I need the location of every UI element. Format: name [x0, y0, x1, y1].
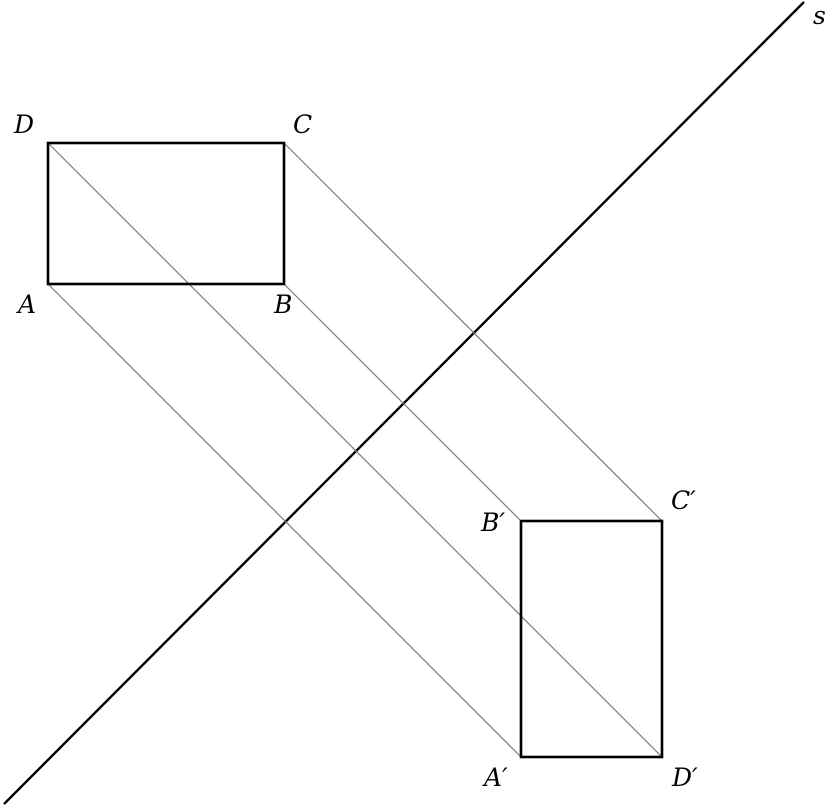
point-label-b: B — [273, 290, 292, 319]
projection-line-c — [283, 142, 663, 522]
point-label-b-prime: B′ — [480, 508, 505, 537]
axis-s-line — [3, 1, 805, 805]
projection-line-a — [47, 283, 522, 758]
projection-line-d — [47, 142, 663, 758]
point-label-d-prime: D′ — [671, 763, 698, 792]
point-label-d: D — [13, 110, 34, 139]
point-label-c: C — [293, 110, 312, 139]
rectangle-abcd — [46, 141, 286, 286]
point-label-a-prime: A′ — [482, 763, 508, 792]
rectangle-a-prime-b-prime-c-prime-d-prime — [519, 519, 664, 759]
point-label-c-prime: C′ — [671, 486, 696, 515]
projection-line-b — [283, 283, 522, 522]
point-label-a: A — [16, 290, 36, 319]
axis-label-s: s — [813, 1, 826, 30]
